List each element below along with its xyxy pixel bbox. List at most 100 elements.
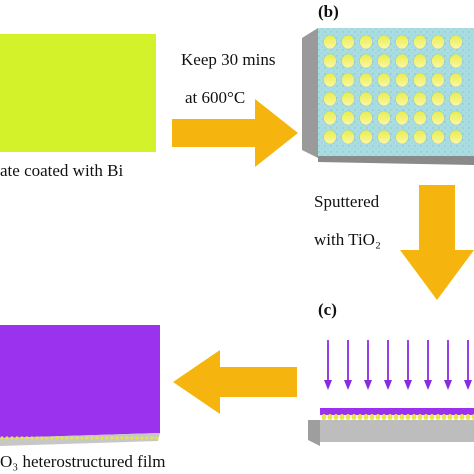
nano-bump <box>429 414 435 420</box>
film-nano-dot <box>145 436 149 440</box>
bismuth-dot <box>395 91 409 107</box>
nano-bump <box>435 414 441 420</box>
nano-bump <box>321 414 327 420</box>
nano-bump <box>405 414 411 420</box>
nano-bump <box>393 414 399 420</box>
nano-bump <box>411 414 417 420</box>
nano-bump <box>465 414 471 420</box>
bismuth-dot <box>431 34 445 50</box>
film-nano-dot <box>140 436 144 440</box>
bismuth-dot <box>341 72 355 88</box>
bismuth-dot <box>377 53 391 69</box>
step1-label-line1: Keep 30 mins <box>181 50 276 69</box>
nano-bump <box>369 414 375 420</box>
bismuth-dot <box>395 34 409 50</box>
film-nano-dot <box>80 436 84 440</box>
film-nano-dot <box>35 436 39 440</box>
bismuth-dot <box>413 34 427 50</box>
annealed-plate <box>302 28 474 165</box>
nano-bump <box>459 414 465 420</box>
film-nano-dot <box>10 436 14 440</box>
film-nano-dot <box>115 436 119 440</box>
bismuth-dot <box>395 110 409 126</box>
bismuth-dot <box>449 91 463 107</box>
film-nano-dot <box>0 436 4 440</box>
bismuth-dot <box>395 72 409 88</box>
sputter-arrow-head <box>344 380 352 390</box>
nano-bump <box>357 414 363 420</box>
bismuth-dot <box>449 110 463 126</box>
panel-b-label: (b) <box>318 2 339 21</box>
nano-bump <box>381 414 387 420</box>
film-nano-dot <box>105 436 109 440</box>
film-nano-dot <box>30 436 34 440</box>
bismuth-dot <box>341 91 355 107</box>
film-nano-dot <box>50 436 54 440</box>
bismuth-dot <box>449 53 463 69</box>
step1-label-line2: at 600°C <box>185 88 246 107</box>
nano-bump <box>363 414 369 420</box>
bismuth-dot <box>413 72 427 88</box>
bismuth-dot <box>323 53 337 69</box>
bismuth-dot-grid <box>323 34 463 145</box>
nano-bump <box>441 414 447 420</box>
bismuth-dot <box>413 53 427 69</box>
step2-label-line2: with TiO₂ <box>314 230 381 249</box>
bismuth-dot <box>413 91 427 107</box>
film-nano-dot <box>45 436 49 440</box>
bismuth-dot <box>377 110 391 126</box>
bismuth-dot <box>431 91 445 107</box>
bismuth-dot <box>359 53 373 69</box>
nano-bump <box>345 414 351 420</box>
bismuth-dot <box>323 110 337 126</box>
bismuth-dot <box>449 129 463 145</box>
bismuth-dot <box>323 129 337 145</box>
film-nano-dot <box>20 436 24 440</box>
bismuth-dot <box>323 91 337 107</box>
arrow-b-to-c <box>400 185 474 300</box>
bismuth-dot <box>377 72 391 88</box>
film-nano-dot <box>125 436 129 440</box>
bismuth-dot <box>413 110 427 126</box>
film-nano-dot <box>40 436 44 440</box>
bismuth-dot <box>323 34 337 50</box>
sputter-arrow-head <box>384 380 392 390</box>
bismuth-dot <box>395 129 409 145</box>
film-nano-dot <box>5 436 9 440</box>
nano-bump <box>387 414 393 420</box>
substrate-caption: ate coated with Bi <box>0 161 124 180</box>
film-nano-dot <box>75 436 79 440</box>
sputter-arrow-head <box>464 380 472 390</box>
heterostructured-film <box>0 325 160 446</box>
bismuth-dot <box>395 53 409 69</box>
nano-bump <box>447 414 453 420</box>
nano-bump <box>453 414 459 420</box>
film-nano-dot <box>90 436 94 440</box>
nano-bump <box>327 414 333 420</box>
sputter-arrow-head <box>444 380 452 390</box>
nano-bump <box>423 414 429 420</box>
film-nano-dot <box>95 436 99 440</box>
final-film-caption: O₃ heterostructured film <box>0 452 166 471</box>
film-nano-dot <box>155 436 159 440</box>
bismuth-dot <box>377 129 391 145</box>
bismuth-dot <box>449 72 463 88</box>
nano-bump <box>339 414 345 420</box>
bismuth-dot <box>359 34 373 50</box>
nano-bump <box>333 414 339 420</box>
bismuth-dot <box>341 129 355 145</box>
sputtering-setup <box>308 340 474 446</box>
bismuth-dot <box>341 34 355 50</box>
bismuth-dot <box>377 34 391 50</box>
film-nano-dot <box>120 436 124 440</box>
bismuth-dot <box>377 91 391 107</box>
film-nano-dot <box>65 436 69 440</box>
panel-c-label: (c) <box>318 300 337 319</box>
nano-bump <box>351 414 357 420</box>
film-nano-dot <box>60 436 64 440</box>
film-nano-dot <box>150 436 154 440</box>
nano-bump <box>471 414 474 420</box>
bismuth-dot <box>359 110 373 126</box>
film-nano-dot <box>15 436 19 440</box>
bismuth-dot <box>431 129 445 145</box>
